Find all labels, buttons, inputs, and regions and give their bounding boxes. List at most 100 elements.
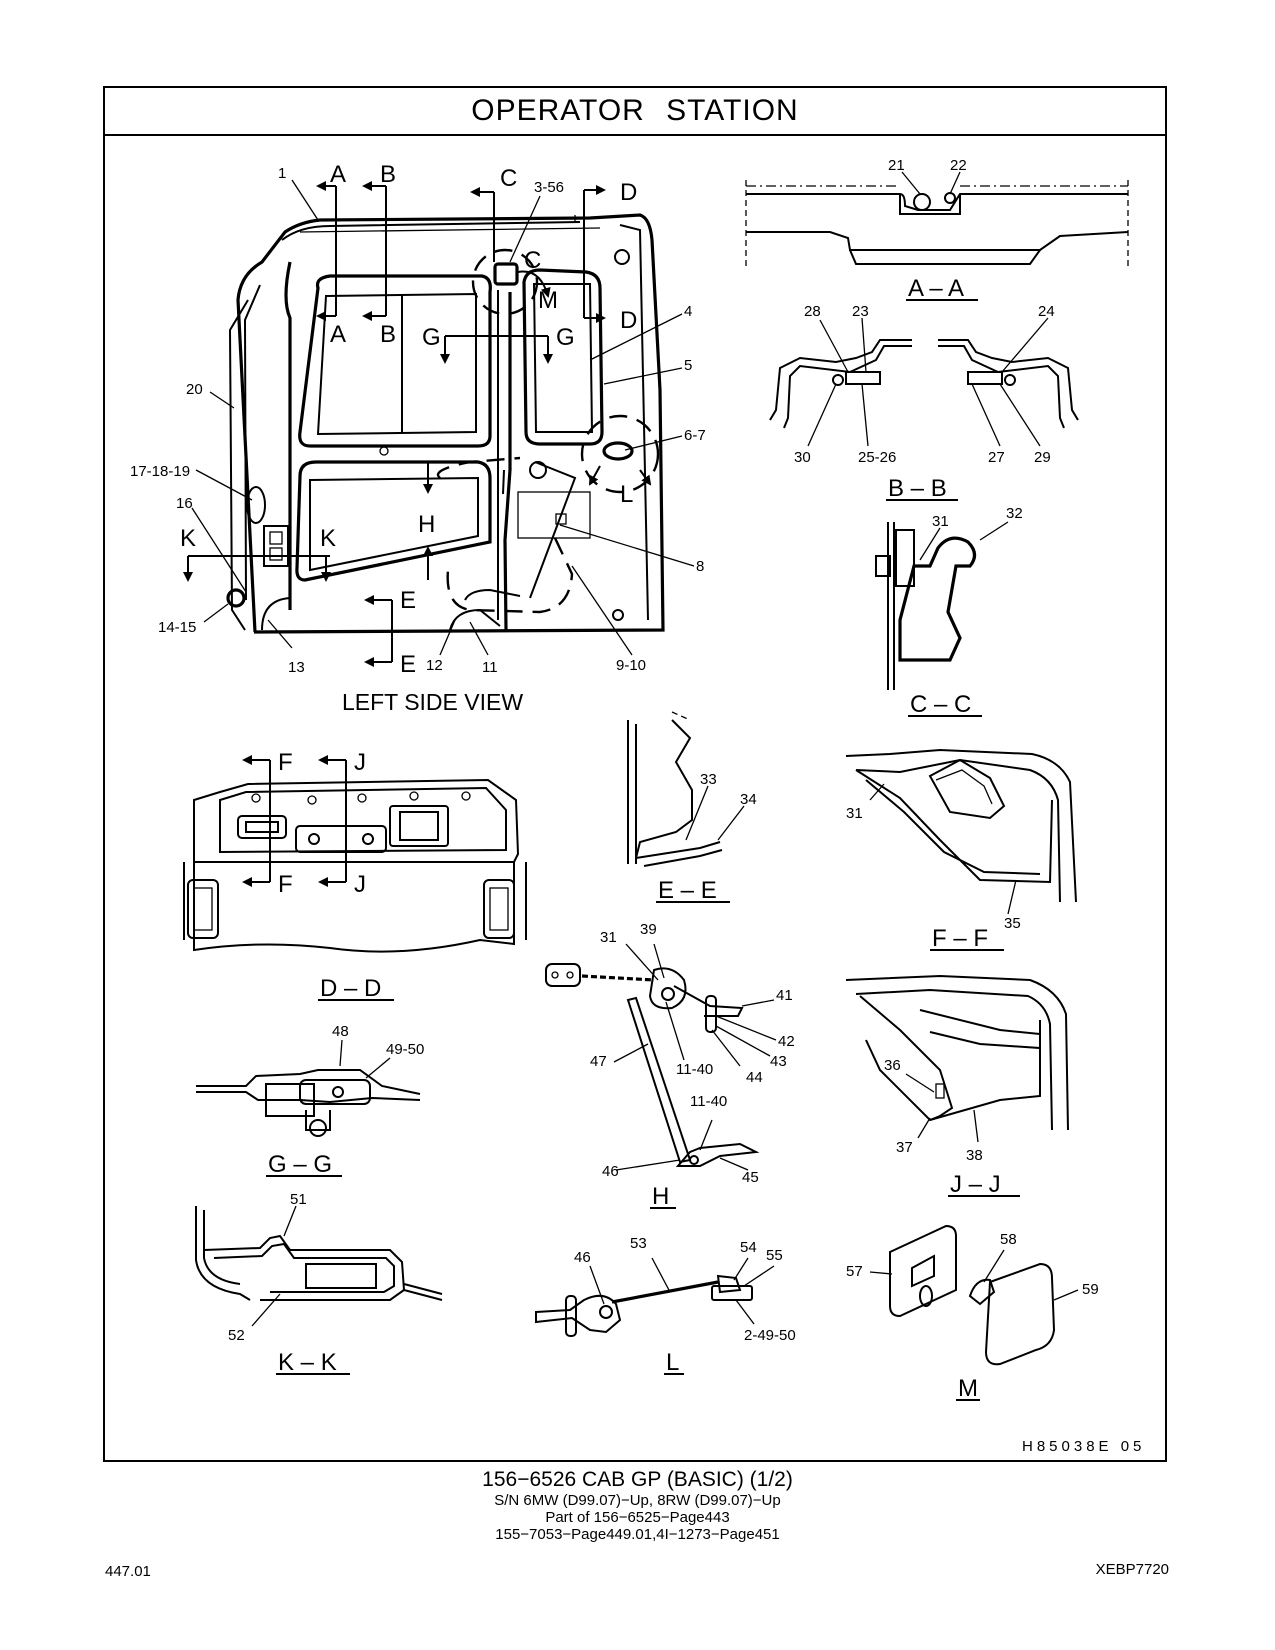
callout-36: 36: [884, 1057, 901, 1074]
view-title-bb: B – B: [888, 475, 947, 502]
callout-30: 30: [794, 449, 811, 466]
title-bar: OPERATOR STATION: [105, 88, 1165, 136]
callout-55: 55: [766, 1247, 783, 1264]
view-bb: 28 23 24 30 25-26 27 29 B – B: [769, 303, 1079, 502]
section-letter-m: M: [538, 287, 558, 314]
callout-8: 8: [696, 558, 704, 575]
leaders-main: [191, 179, 695, 656]
section-letter-j-bottom: J: [354, 871, 366, 898]
front-pillar: [228, 299, 249, 631]
labels-main: 1 3-56 4 5 6-7 8 9-10 11 12 13 14-15 16 …: [130, 161, 706, 715]
callout-3-56: 3-56: [534, 179, 564, 196]
view-jj: 36 37 38 J – J: [845, 974, 1069, 1198]
callout-32: 32: [1006, 505, 1023, 522]
section-letter-b-bottom: B: [380, 321, 396, 348]
callout-57: 57: [846, 1263, 863, 1280]
callout-31-h: 31: [600, 929, 617, 946]
view-title-aa: A – A: [908, 275, 964, 302]
callout-13: 13: [288, 659, 305, 676]
section-letter-h: H: [418, 511, 435, 538]
callout-39: 39: [640, 921, 657, 938]
document-number: XEBP7720: [1095, 1561, 1169, 1578]
view-title-h: H: [652, 1183, 669, 1210]
section-letter-f-top: F: [278, 749, 293, 776]
section-letter-a-bottom: A: [330, 321, 346, 348]
section-markers-main: [183, 181, 652, 667]
footer-part-title: 156−6526 CAB GP (BASIC) (1/2): [482, 1468, 793, 1491]
section-letter-b-top: B: [380, 161, 396, 188]
view-title-gg: G – G: [268, 1151, 332, 1178]
view-gg: 48 49-50 G – G: [196, 1023, 424, 1178]
section-letter-g-left: G: [422, 324, 441, 351]
upper-window-front-inner: [316, 292, 477, 436]
callout-23: 23: [852, 303, 869, 320]
callout-31-ff: 31: [846, 805, 863, 822]
section-letter-k-left: K: [180, 525, 196, 552]
callout-21: 21: [888, 157, 905, 174]
section-letter-l: L: [620, 481, 633, 508]
illustration-code: H85038E 05: [1022, 1438, 1146, 1455]
section-letter-d-top: D: [620, 179, 637, 206]
footer-part-of: Part of 156−6525−Page443: [545, 1509, 730, 1526]
callout-25-26: 25-26: [858, 449, 896, 466]
cab-frame-front: [284, 261, 292, 610]
callout-34: 34: [740, 791, 757, 808]
view-h: 31 39 41 42 43 44 11-40 47 11-40 46 45 H: [545, 921, 795, 1210]
view-title-ee: E – E: [658, 877, 717, 904]
view-ff: 31 35 F – F: [845, 748, 1077, 952]
callout-58: 58: [1000, 1231, 1017, 1248]
section-letter-k-right: K: [320, 525, 336, 552]
callout-44: 44: [746, 1069, 763, 1086]
section-letter-e-bottom: E: [400, 651, 416, 678]
callout-53: 53: [630, 1235, 647, 1252]
callout-33: 33: [700, 771, 717, 788]
callout-17-18-19: 17-18-19: [130, 463, 190, 480]
callout-5: 5: [684, 357, 692, 374]
callout-41: 41: [776, 987, 793, 1004]
lower-window: [295, 460, 492, 582]
callout-24: 24: [1038, 303, 1055, 320]
view-l: 46 53 54 55 2-49-50 L: [535, 1235, 796, 1376]
front-pillar-inner: [243, 284, 261, 601]
view-title-kk: K – K: [278, 1349, 337, 1376]
callout-46-l: 46: [574, 1249, 591, 1266]
callout-35: 35: [1004, 915, 1021, 932]
callout-9-10: 9-10: [616, 657, 646, 674]
view-title-left-side: LEFT SIDE VIEW: [342, 689, 523, 715]
upper-window-door: [522, 268, 604, 446]
callout-46-h: 46: [602, 1163, 619, 1180]
section-letter-j-top: J: [354, 749, 366, 776]
footer-serial-range: S/N 6MW (D99.07)−Up, 8RW (D99.07)−Up: [494, 1492, 781, 1509]
cab-outline: [236, 213, 665, 634]
callout-4: 4: [684, 303, 692, 320]
page-number: 447.01: [105, 1563, 151, 1580]
callout-20: 20: [186, 381, 203, 398]
left-side-view: [226, 213, 665, 634]
callout-6-7: 6-7: [684, 427, 706, 444]
view-title-cc: C – C: [910, 691, 971, 718]
page-title: OPERATOR STATION: [471, 94, 799, 127]
view-ee: 33 34 E – E: [627, 711, 757, 904]
view-m: 57 58 59 M: [846, 1224, 1099, 1402]
view-title-dd: D – D: [320, 975, 381, 1002]
callout-48: 48: [332, 1023, 349, 1040]
callout-27: 27: [988, 449, 1005, 466]
view-title-jj: J – J: [950, 1171, 1001, 1198]
callout-38: 38: [966, 1147, 983, 1164]
section-letter-e-top: E: [400, 587, 416, 614]
view-aa: 21 22 A – A: [745, 157, 1129, 302]
door-edge: [503, 292, 512, 631]
section-letter-a-top: A: [330, 161, 346, 188]
section-letter-g-right: G: [556, 324, 575, 351]
callout-52: 52: [228, 1327, 245, 1344]
callout-49-50: 49-50: [386, 1041, 424, 1058]
callout-22: 22: [950, 157, 967, 174]
callout-31-cc: 31: [932, 513, 949, 530]
view-dd: F F J J D – D: [183, 749, 527, 1002]
callout-16: 16: [176, 495, 193, 512]
callout-11: 11: [482, 659, 498, 676]
section-letter-f-bottom: F: [278, 871, 293, 898]
callout-59: 59: [1082, 1281, 1099, 1298]
section-letter-d-bottom: D: [620, 307, 637, 334]
